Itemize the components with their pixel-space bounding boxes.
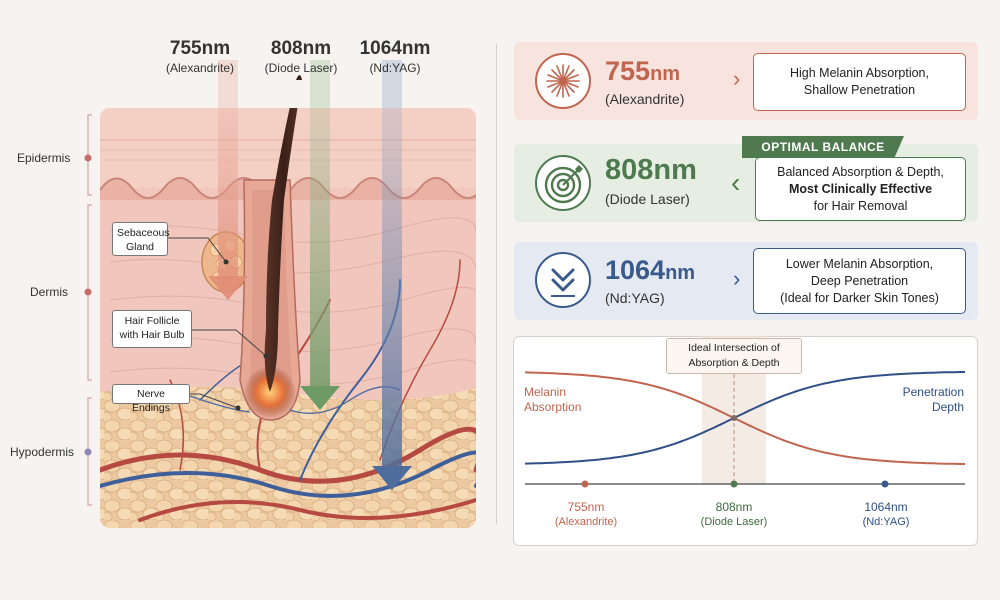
x-tick-755-value: 755nm: [567, 500, 605, 514]
card-808-description: Balanced Absorption & Depth, Most Clinic…: [755, 157, 966, 221]
card-1064-unit: nm: [665, 262, 696, 284]
card-808-desc-line-3: for Hair Removal: [813, 198, 908, 213]
wavelength-label-1064: 1064nm (Nd:YAG): [340, 38, 450, 76]
card-755-description: High Melanin Absorption, Shallow Penetra…: [753, 53, 966, 111]
x-tick-1064-value: 1064nm: [864, 500, 908, 514]
x-tick-755: 755nm (Alexandrite): [534, 500, 638, 530]
wavelength-1064-value: 1064nm: [359, 38, 431, 59]
chevron-left-icon: ‹: [731, 167, 741, 198]
card-755-desc-line-1: High Melanin Absorption,: [790, 66, 929, 80]
series-label-melanin: Melanin Absorption: [524, 385, 582, 414]
card-808-wavelength: 808nm: [605, 155, 697, 185]
card-1064-desc-line-2: Deep Penetration: [810, 273, 909, 288]
absorption-depth-chart: [524, 336, 965, 488]
axis-marker-1064nm: [881, 480, 889, 488]
chevron-right-icon: ›: [733, 266, 741, 291]
card-1064-description: Lower Melanin Absorption, Deep Penetrati…: [753, 248, 966, 314]
chevron-right-icon: ›: [733, 66, 741, 91]
series-label-depth: Penetration Depth: [902, 385, 964, 414]
wavelength-808-name: (Diode Laser): [264, 61, 338, 75]
layer-label-epidermis: Epidermis: [17, 151, 71, 165]
starburst-icon: [546, 64, 580, 98]
wavelength-755-value: 755nm: [169, 38, 231, 59]
callout-nerve-endings: Nerve Endings: [112, 384, 190, 414]
card-808-icon-wrap: [535, 155, 591, 211]
card-755-desc-line-2: Shallow Penetration: [803, 83, 916, 97]
card-1064-icon-wrap: [535, 252, 591, 308]
melanin-absorption-curve: [524, 371, 965, 465]
card-1064-wavelength: 1064nm: [605, 255, 695, 288]
card-755-name: (Alexandrite): [605, 91, 685, 107]
x-tick-808: 808nm (Diode Laser): [682, 500, 786, 530]
optimal-balance-badge: OPTIMAL BALANCE: [742, 136, 904, 158]
card-1064-value: 1064: [605, 255, 666, 285]
target-icon: [544, 165, 583, 204]
wavelength-1064-name: (Nd:YAG): [369, 61, 421, 75]
penetration-depth-curve: [524, 371, 965, 465]
card-1064-name: (Nd:YAG): [605, 290, 665, 306]
card-1064-desc-line-1: Lower Melanin Absorption,: [785, 256, 934, 271]
axis-marker-755nm: [581, 480, 589, 488]
axis-marker-808nm: [730, 480, 738, 488]
panel-divider: [496, 44, 497, 524]
ideal-intersection-label: Ideal Intersection of Absorption & Depth: [666, 338, 802, 374]
layer-label-dermis: Dermis: [30, 285, 68, 299]
callout-sebaceous-gland: Sebaceous Gland: [112, 222, 170, 256]
card-808-desc-line-1: Balanced Absorption & Depth,: [777, 164, 944, 179]
card-755-icon-wrap: [535, 53, 591, 109]
callout-hair-follicle: Hair Follicle with Hair Bulb: [112, 310, 192, 348]
x-tick-1064-sub: (Nd:YAG): [862, 516, 910, 528]
skin-cross-section-illustration: [84, 60, 476, 528]
x-tick-808-value: 808nm: [715, 500, 753, 514]
x-tick-755-sub: (Alexandrite): [554, 516, 618, 528]
card-755-value: 755: [605, 56, 651, 86]
wavelength-755-name: (Alexandrite): [165, 61, 235, 75]
wavelength-label-808: 808nm (Diode Laser): [251, 38, 351, 76]
card-808-value: 808: [605, 154, 654, 186]
x-tick-808-sub: (Diode Laser): [700, 516, 768, 528]
wavelength-label-755: 755nm (Alexandrite): [150, 38, 250, 76]
card-1064-desc-line-3: (Ideal for Darker Skin Tones): [780, 290, 939, 305]
card-808-name: (Diode Laser): [605, 191, 690, 207]
intersection-point: [731, 415, 737, 421]
double-chevron-down-icon: [551, 268, 575, 297]
layer-label-hypodermis: Hypodermis: [10, 445, 75, 459]
x-tick-1064: 1064nm (Nd:YAG): [834, 500, 938, 530]
card-755-wavelength: 755nm: [605, 56, 680, 89]
card-808-unit: nm: [653, 154, 697, 186]
wavelength-808-value: 808nm: [270, 38, 332, 59]
card-808-desc-line-2: Most Clinically Effective: [788, 181, 933, 196]
card-755-unit: nm: [650, 63, 681, 85]
